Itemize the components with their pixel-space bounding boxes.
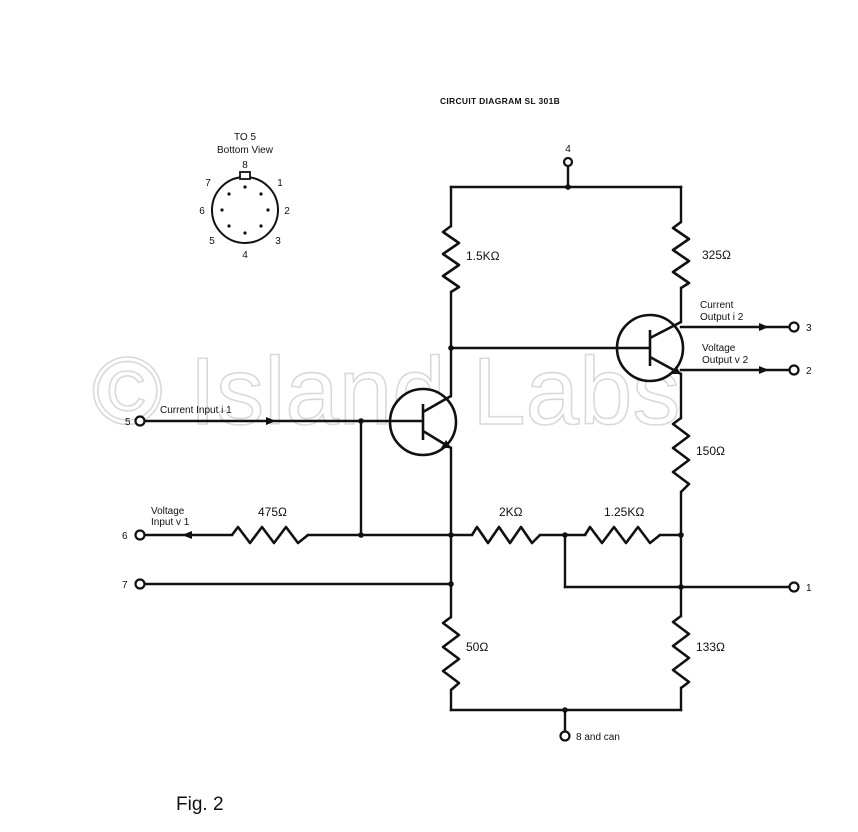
terminal-3[interactable] [788, 321, 800, 333]
resistor-50 [441, 615, 461, 691]
terminal-label: 8 and can [576, 732, 620, 743]
resistor-label: 1.5KΩ [466, 249, 500, 263]
resistor-label: 150Ω [696, 444, 725, 458]
pin-dot [220, 208, 224, 212]
pin-number: 2 [284, 206, 290, 217]
terminal-6[interactable] [134, 529, 146, 541]
pin-dot [227, 192, 231, 196]
pin-number: 1 [277, 178, 283, 189]
resistor-150 [671, 416, 691, 493]
resistor-475 [230, 525, 309, 545]
resistor-325 [671, 220, 691, 290]
package-pinout: TO 5 Bottom View 8 1 2 3 4 5 6 7 [199, 132, 290, 261]
resistor-133 [671, 614, 691, 690]
terminal-label: 2 [806, 366, 812, 377]
terminal-label: 5 [125, 417, 131, 428]
terminal-label: 6 [122, 531, 128, 542]
resistor-2k [470, 525, 541, 545]
signal-label: Voltage [702, 343, 736, 354]
resistor-label: 1.25KΩ [604, 505, 644, 519]
resistor-label: 50Ω [466, 640, 488, 654]
watermark: © Island Labs [92, 338, 680, 445]
terminal-7[interactable] [134, 578, 146, 590]
arrow-icon [759, 366, 769, 374]
pin-number: 5 [209, 236, 215, 247]
arrow-icon [759, 323, 769, 331]
package-view: Bottom View [217, 145, 274, 156]
arrow-icon [182, 531, 192, 539]
resistors [230, 220, 691, 691]
terminal-5[interactable] [134, 415, 146, 427]
terminal-2[interactable] [788, 364, 800, 376]
terminal-8[interactable] [559, 730, 571, 742]
terminal-label: 4 [565, 144, 571, 155]
signal-label: Input v 1 [151, 517, 190, 528]
signal-label: Voltage [151, 506, 185, 517]
transistor-q2 [615, 313, 685, 383]
terminal-label: 3 [806, 323, 812, 334]
resistor-label: 133Ω [696, 640, 725, 654]
junctions [358, 184, 684, 713]
resistor-label: 475Ω [258, 505, 287, 519]
resistor-1-5k [441, 224, 461, 294]
package-name: TO 5 [234, 132, 256, 143]
pin-dot [259, 224, 263, 228]
transistor-q1 [388, 387, 458, 457]
terminal-label: 1 [806, 583, 812, 594]
resistor-label: 2KΩ [499, 505, 523, 519]
pin-number: 8 [242, 160, 248, 171]
pin-dot [266, 208, 270, 212]
pin-number: 4 [242, 250, 248, 261]
signal-label: Output v 2 [702, 355, 749, 366]
pin-dot [259, 192, 263, 196]
package-tab [239, 171, 251, 180]
terminal-4[interactable] [562, 156, 574, 168]
diagram-title: CIRCUIT DIAGRAM SL 301B [440, 96, 560, 106]
resistor-1-25k [583, 525, 661, 545]
figure-caption: Fig. 2 [176, 794, 224, 815]
resistor-label: 325Ω [702, 248, 731, 262]
pin-dot [227, 224, 231, 228]
signal-label: Output i 2 [700, 312, 744, 323]
signal-label: Current Input i 1 [160, 405, 232, 416]
terminal-1[interactable] [788, 581, 800, 593]
pin-number: 3 [275, 236, 281, 247]
terminal-label: 7 [122, 580, 128, 591]
terminals [134, 156, 800, 742]
pin-dot [243, 231, 247, 235]
pin-number: 7 [205, 178, 211, 189]
arrow-icon [266, 417, 276, 425]
pin-number: 6 [199, 206, 205, 217]
pin-dot [243, 185, 247, 189]
signal-label: Current [700, 300, 734, 311]
